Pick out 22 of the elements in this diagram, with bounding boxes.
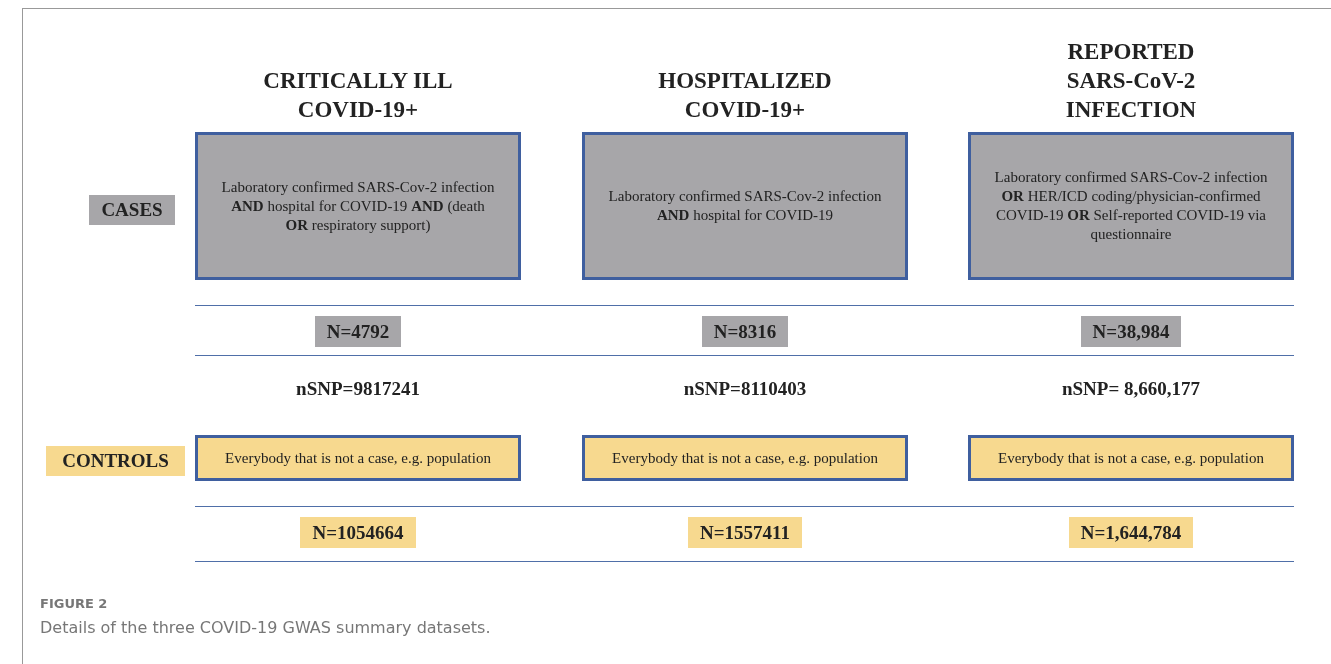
count-badge: N=1,644,784 — [1068, 517, 1194, 548]
criteria-box: Laboratory confirmed SARS-Cov-2 infection AND hospital for COVID-19 — [582, 132, 908, 280]
column-heading: REPORTED SARS-CoV-2 INFECTION — [1064, 38, 1198, 124]
criteria-box: Laboratory confirmed SARS-Cov-2 infection AND hospital for COVID-19 AND (death OR respiratory support) — [195, 132, 521, 280]
snp-count: nSNP= 8,660,177 — [1060, 378, 1201, 400]
count-badge: N=8316 — [701, 316, 789, 347]
criteria-box: Everybody that is not a case, e.g. population — [968, 435, 1294, 481]
figure-caption: Details of the three COVID-19 GWAS summary datasets. — [40, 618, 491, 637]
snp-count: nSNP=9817241 — [295, 378, 421, 400]
count-badge: N=38,984 — [1080, 316, 1182, 347]
criteria-box: Everybody that is not a case, e.g. population — [582, 435, 908, 481]
figure-label: FIGURE 2 — [40, 596, 108, 611]
row-label: CONTROLS — [46, 446, 185, 476]
count-badge: N=1557411 — [688, 517, 802, 548]
criteria-box: Laboratory confirmed SARS-Cov-2 infection OR HER/ICD coding/physician-confirmed COVID-19 OR Self-reported COVID-19 via questionnaire — [968, 132, 1294, 280]
snp-count: nSNP=8110403 — [682, 378, 808, 400]
column-heading: CRITICALLY ILL COVID-19+ — [262, 67, 454, 124]
count-badge: N=4792 — [314, 316, 402, 347]
column-heading: HOSPITALIZED COVID-19+ — [657, 67, 833, 124]
row-label: CASES — [89, 195, 175, 225]
criteria-box: Everybody that is not a case, e.g. population — [195, 435, 521, 481]
count-badge: N=1054664 — [300, 517, 416, 548]
